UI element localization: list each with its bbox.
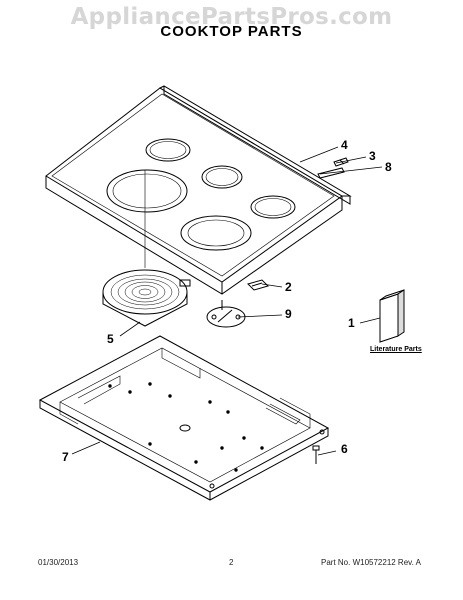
callout-3: 3 xyxy=(369,149,376,163)
callout-2: 2 xyxy=(285,280,292,294)
callout-9: 9 xyxy=(285,307,292,321)
element-clip xyxy=(247,279,269,291)
footer-part-number: Part No. W10572212 Rev. A xyxy=(321,558,421,567)
leader-lines xyxy=(71,146,383,456)
literature-booklet xyxy=(379,289,405,343)
page-title: COOKTOP PARTS xyxy=(160,23,303,40)
footer-page-number: 2 xyxy=(229,558,234,567)
screw-and-bracket xyxy=(317,157,349,179)
callout-4: 4 xyxy=(341,138,348,152)
cooktop-glass xyxy=(45,85,352,295)
callout-8: 8 xyxy=(385,160,392,174)
limiter-disk xyxy=(206,300,246,328)
literature-parts-label: Literature Parts xyxy=(370,346,422,353)
callout-5: 5 xyxy=(107,332,114,346)
radiant-surface-element xyxy=(102,170,191,327)
frame-screw xyxy=(312,445,320,464)
footer-date: 01/30/2013 xyxy=(38,558,79,567)
callout-6: 6 xyxy=(341,442,348,456)
burner-box-frame xyxy=(38,335,330,501)
callout-1: 1 xyxy=(348,316,355,330)
callout-7: 7 xyxy=(62,450,69,464)
watermark: AppliancePartsPros.com xyxy=(70,4,393,30)
surface-elements xyxy=(106,138,296,251)
